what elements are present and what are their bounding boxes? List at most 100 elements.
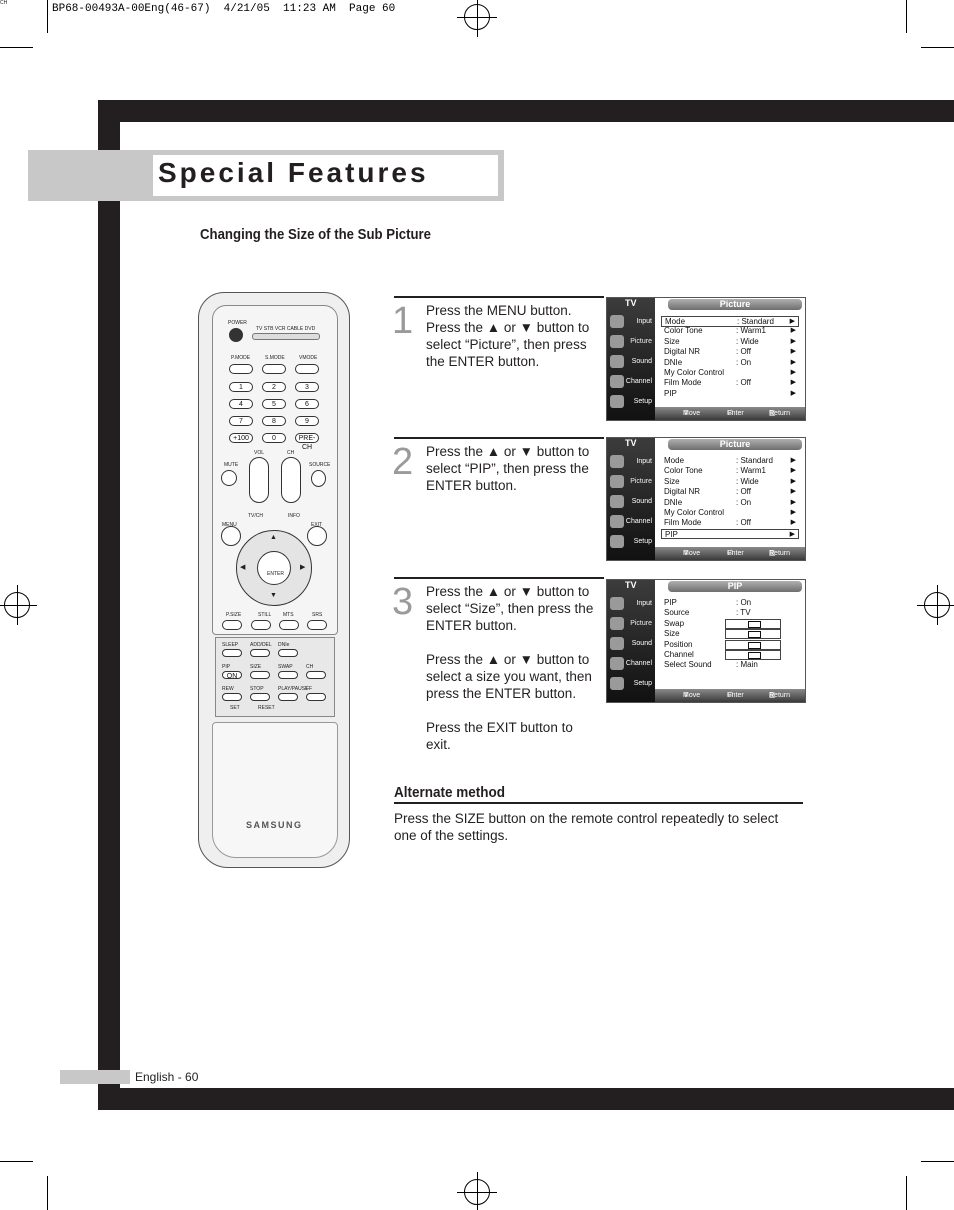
- osd-menu-row: Swap: [661, 619, 799, 630]
- osd-category-label: Setup: [633, 398, 652, 405]
- osd-menu-row: Color Tone: Warm1▶: [661, 326, 799, 337]
- pip-size-icon: [748, 631, 761, 639]
- crop-mark: [906, 0, 907, 33]
- page-number: English - 60: [135, 1070, 199, 1084]
- remote-key-label: SLEEP: [222, 642, 239, 648]
- mute-button: [221, 470, 237, 486]
- osd-row-value: : Off: [736, 347, 751, 357]
- tvch-label: TV/CH: [248, 513, 263, 519]
- remote-key: [250, 693, 270, 701]
- osd-row-value: : Off: [736, 487, 751, 497]
- osd-category-input: Input: [609, 313, 653, 331]
- input-icon: [610, 455, 624, 468]
- osd-category-sound: Sound: [609, 493, 653, 511]
- osd-enter-label: Enter: [727, 692, 744, 699]
- osd-category-label: Sound: [631, 498, 652, 505]
- osd-menu-row: Select Sound: Main: [661, 660, 799, 671]
- move-icon: ⇕: [683, 550, 689, 557]
- up-arrow-icon: ▲: [270, 534, 277, 541]
- osd-row-value: : TV: [736, 608, 751, 618]
- crop-mark: [921, 47, 954, 48]
- osd-menu-row: PIP: On: [661, 598, 799, 609]
- remote-key-label: CH: [0, 0, 8, 6]
- osd-enter-label: Enter: [727, 410, 744, 417]
- remote-foot: [212, 722, 338, 858]
- remote-key: [278, 671, 298, 679]
- digit-button: +100: [229, 433, 253, 443]
- osd-menu-row: Film Mode: Off▶: [661, 378, 799, 389]
- osd-category-input: Input: [609, 595, 653, 613]
- osd-pip-option: [725, 639, 781, 650]
- osd-row-label: PIP: [664, 388, 677, 398]
- osd-row-value: : Standard: [737, 317, 774, 326]
- setup-icon: [610, 395, 624, 408]
- down-arrow-icon: ▼: [270, 592, 277, 599]
- osd-tv-label: TV: [625, 580, 637, 590]
- osd-menu-row: Position: [661, 640, 799, 651]
- remote-key-label: RESET: [258, 705, 275, 711]
- pmode-button: [229, 364, 253, 374]
- osd-row-label: Size: [664, 476, 680, 486]
- remote-key-label: FF: [306, 686, 313, 692]
- osd-menu-row: Digital NR: Off▶: [661, 487, 799, 498]
- osd-row-label: Position: [664, 639, 693, 649]
- print-header: BP68-00493A-00Eng(46-67) 4/21/05 11:23 A…: [52, 3, 396, 15]
- enter-icon: ⏎: [727, 550, 733, 557]
- osd-menu-row: Mode: Standard▶: [661, 316, 799, 327]
- osd-menu-row: Source : TV: [661, 608, 799, 619]
- osd-menu-row: My Color Control▶: [661, 508, 799, 519]
- digit-button: 5: [262, 399, 286, 409]
- arrow-right-icon: ▶: [790, 358, 796, 366]
- mode-labels: TV STB VCR CABLE DVD: [256, 326, 316, 332]
- remote-key-label: STOP: [250, 686, 264, 692]
- osd-return-label: Return: [769, 410, 791, 417]
- picture-icon: [610, 335, 624, 348]
- osd-menu-row: Film Mode: Off▶: [661, 518, 799, 529]
- section-heading: Changing the Size of the Sub Picture: [200, 226, 432, 243]
- osd-row-label: Select Sound: [664, 660, 712, 670]
- step-3-number: 3: [392, 581, 414, 623]
- crop-mark: [0, 47, 33, 48]
- osd-row-label: PIP: [664, 598, 677, 607]
- osd-tv-label: TV: [625, 298, 637, 308]
- source-label: SOURCE: [309, 462, 331, 468]
- osd-row-label: DNIe: [664, 497, 683, 507]
- return-icon: ▥: [769, 692, 776, 699]
- enter-label: ENTER: [267, 571, 284, 577]
- osd-menu-row: PIP ▶: [661, 528, 799, 540]
- osd-menu-title: Picture: [668, 439, 802, 450]
- osd-row-value: : On: [736, 497, 752, 507]
- osd-row-value: : Standard: [736, 456, 773, 465]
- osd-return-label: Return: [769, 692, 791, 699]
- remote-key: [250, 671, 270, 679]
- arrow-right-icon: ▶: [789, 530, 795, 538]
- title-box: [153, 155, 498, 196]
- osd-menu-row: DNIe: On▶: [661, 358, 799, 369]
- osd-row-label: Mode: [665, 317, 686, 326]
- remote-key: [306, 671, 326, 679]
- osd-row-value: : Warm1: [736, 326, 766, 336]
- osd-row-label: PIP: [665, 529, 678, 539]
- vol-label: VOL: [254, 450, 265, 456]
- osd-category-picture: Picture: [609, 333, 653, 351]
- digit-button: 9: [295, 416, 319, 426]
- osd-category-sound: Sound: [609, 635, 653, 653]
- digit-button: 6: [295, 399, 319, 409]
- remote-key-label: CH: [306, 664, 314, 670]
- enter-icon: ⏎: [727, 410, 733, 417]
- digit-button: 8: [262, 416, 286, 426]
- info-label: INFO: [288, 513, 300, 519]
- digit-button: 3: [295, 382, 319, 392]
- remote-key: [278, 649, 298, 657]
- menu-label: MENU: [222, 522, 237, 528]
- registration-mark: [457, 0, 497, 37]
- osd-row-value: : Off: [736, 378, 751, 388]
- osd-menu-row: My Color Control▶: [661, 368, 799, 379]
- pip-size-icon: [748, 652, 761, 660]
- osd-footer: ⇕ Move⏎ Enter▥ Return: [655, 689, 805, 702]
- picture-icon: [610, 475, 624, 488]
- vmode-button: [295, 364, 319, 374]
- osd-row-label: Source: [664, 608, 690, 618]
- step-2-rule: [394, 437, 604, 439]
- registration-mark: [0, 585, 37, 625]
